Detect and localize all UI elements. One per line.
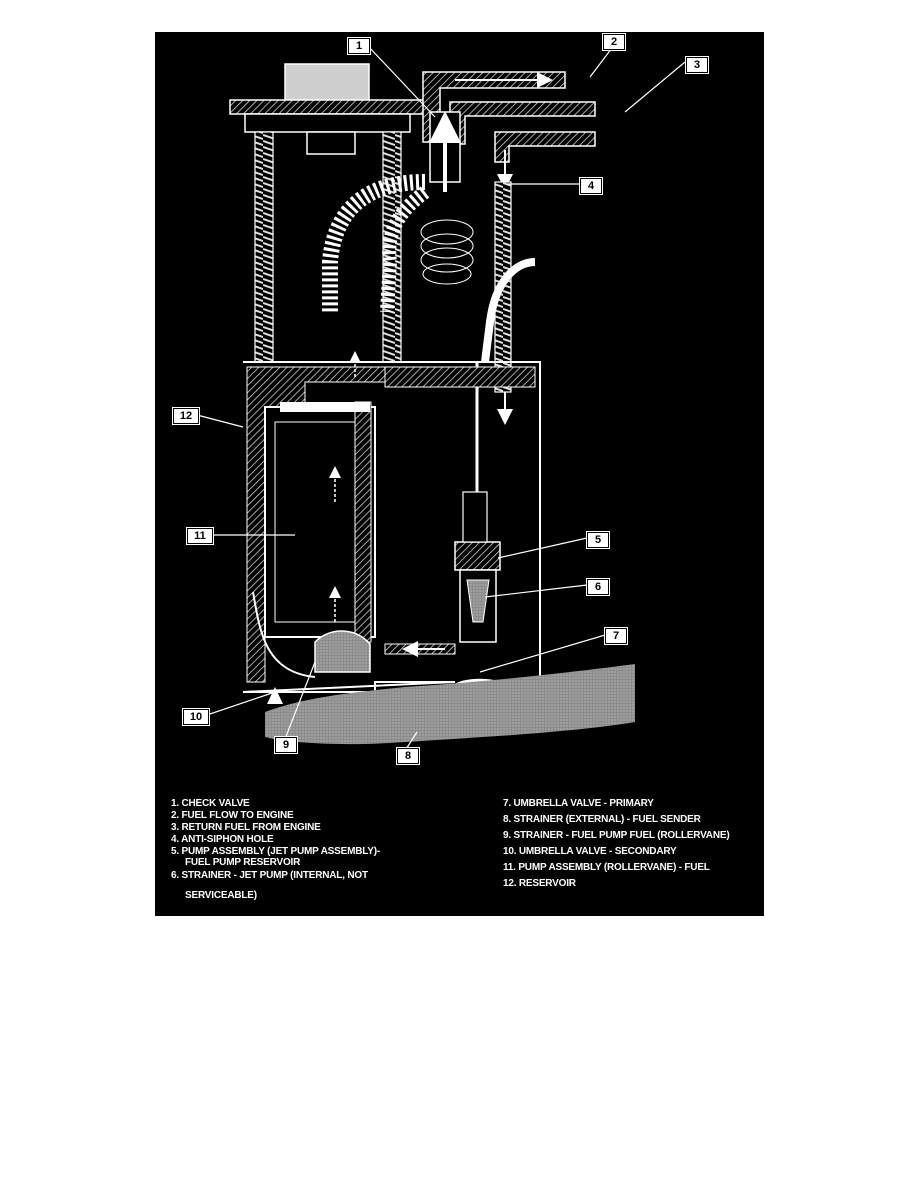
callout-12: 12 — [173, 408, 199, 424]
callout-1: 1 — [348, 38, 370, 54]
fuel-pump-strainer — [252, 591, 371, 678]
legend-item-2: 2. FUEL FLOW TO ENGINE — [171, 810, 294, 821]
outlet-fittings — [422, 71, 596, 192]
coiled-hoses — [322, 174, 474, 313]
legend-right: 7. UMBRELLA VALVE - PRIMARY 8. STRAINER … — [503, 798, 758, 908]
legend-item-7: 7. UMBRELLA VALVE - PRIMARY — [503, 798, 654, 809]
callout-5: 5 — [587, 532, 609, 548]
callout-11: 11 — [187, 528, 213, 544]
diagram-drawing — [196, 43, 686, 755]
fuel-pump-rollervane — [264, 351, 376, 643]
callout-6: 6 — [587, 579, 609, 595]
callout-9: 9 — [275, 737, 297, 753]
legend-item-3: 3. RETURN FUEL FROM ENGINE — [171, 822, 321, 833]
callout-3: 3 — [686, 57, 708, 73]
legend-item-9: 9. STRAINER - FUEL PUMP FUEL (ROLLERVANE… — [503, 830, 730, 841]
callout-2: 2 — [603, 34, 625, 50]
legend-item-8: 8. STRAINER (EXTERNAL) - FUEL SENDER — [503, 814, 701, 825]
legend-item-6: 6. STRAINER - JET PUMP (INTERNAL, NOT — [171, 870, 368, 881]
callout-10: 10 — [183, 709, 209, 725]
legend-item-11: 11. PUMP ASSEMBLY (ROLLERVANE) - FUEL — [503, 862, 710, 873]
callout-7: 7 — [605, 628, 627, 644]
fuel-pump-module-diagram: 1 2 3 4 5 6 7 8 9 10 11 12 1. CHECK VALV… — [155, 32, 764, 916]
callout-8: 8 — [397, 748, 419, 764]
module-top-cover — [229, 63, 426, 155]
legend-item-1: 1. CHECK VALVE — [171, 798, 250, 809]
return-tube — [475, 181, 536, 502]
legend-left: 1. CHECK VALVE 2. FUEL FLOW TO ENGINE 3.… — [171, 798, 461, 908]
legend-item-12: 12. RESERVOIR — [503, 878, 576, 889]
reservoir-body — [242, 361, 541, 693]
legend-item-4: 4. ANTI-SIPHON HOLE — [171, 834, 274, 845]
jet-pump-assembly — [384, 491, 501, 657]
legend-item-5: 5. PUMP ASSEMBLY (JET PUMP ASSEMBLY)- — [171, 846, 380, 857]
callout-4: 4 — [580, 178, 602, 194]
legend-item-5-cont: FUEL PUMP RESERVOIR — [185, 857, 301, 868]
external-strainer — [265, 664, 635, 745]
legend-item-6-cont: SERVICEABLE) — [185, 890, 257, 901]
guide-rods — [254, 131, 402, 363]
legend-item-10: 10. UMBRELLA VALVE - SECONDARY — [503, 846, 677, 857]
